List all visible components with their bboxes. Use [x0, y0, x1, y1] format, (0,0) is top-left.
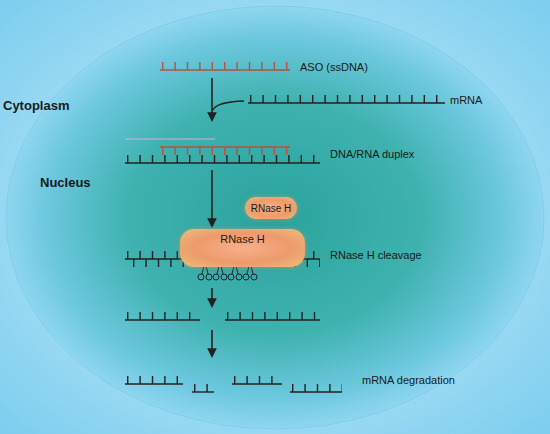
step-label: DNA/RNA duplex: [330, 148, 414, 160]
step-arrow: [211, 330, 213, 356]
strand-label: mRNA: [450, 94, 482, 106]
step-label: RNase H cleavage: [330, 249, 422, 261]
enzyme-label: RNase H: [245, 203, 297, 214]
region-label: Nucleus: [40, 175, 91, 190]
mrna-strand: [248, 99, 445, 103]
scissors-symbols: [198, 262, 257, 280]
enzyme-label: RNase H: [180, 233, 305, 245]
merge-curve: [213, 101, 244, 110]
cell-ellipse: NucleusRNase H RNase H: [5, 5, 545, 430]
mrna-fragments: [125, 316, 320, 320]
duplex-strands: [125, 139, 320, 163]
enzyme-pill: RNase H: [180, 229, 305, 267]
region-label: Cytoplasm: [3, 98, 69, 113]
cleavage-strands: [125, 240, 320, 263]
aso-strand: [160, 66, 290, 70]
strand-label: ASO (ssDNA): [300, 61, 368, 73]
step-label: mRNA degradation: [362, 374, 455, 386]
degraded-pieces: [125, 380, 342, 392]
step-arrow: [211, 288, 213, 306]
step-arrow: [211, 170, 213, 226]
enzyme-pill: RNase H: [245, 197, 297, 219]
step-arrow: [211, 78, 213, 120]
